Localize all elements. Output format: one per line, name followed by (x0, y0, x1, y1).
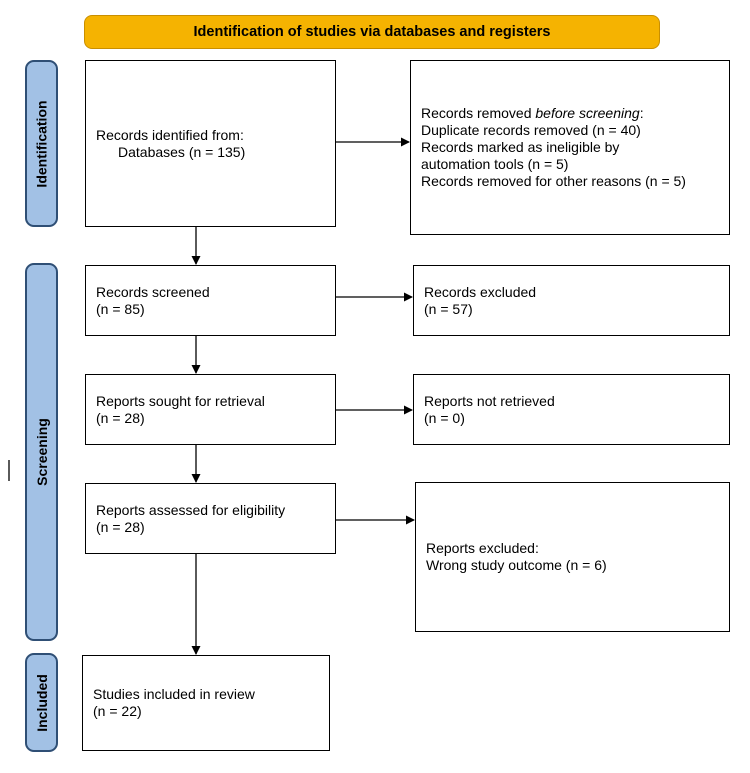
stage-screening: Screening (25, 263, 58, 641)
records-screened-line1: Records screened (96, 284, 210, 300)
stage-identification-label: Identification (33, 99, 50, 188)
stage-included: Included (25, 653, 58, 752)
records-excluded-line1: Records excluded (424, 284, 537, 300)
reports-sought-box: Reports sought for retrieval (n = 28) (85, 374, 336, 445)
reports-excluded-line1: Reports excluded: (426, 540, 539, 556)
records-removed-prefix: Records removed (421, 105, 536, 121)
records-removed-line5: Records removed for other reasons (n = 5… (421, 173, 686, 189)
records-identified-box: Records identified from: Databases (n = … (85, 60, 336, 227)
records-excluded-box: Records excluded (n = 57) (413, 265, 730, 336)
records-removed-line1: Records removed before screening: (421, 105, 719, 122)
records-screened-line2: (n = 85) (96, 301, 145, 317)
reports-assessed-line2: (n = 28) (96, 519, 145, 535)
records-removed-line4: automation tools (n = 5) (421, 156, 569, 172)
records-removed-line3: Records marked as ineligible by (421, 139, 620, 155)
records-removed-suffix: : (639, 105, 644, 121)
reports-excluded-box: Reports excluded: Wrong study outcome (n… (415, 482, 730, 632)
records-removed-box: Records removed before screening: Duplic… (410, 60, 730, 235)
reports-assessed-box: Reports assessed for eligibility (n = 28… (85, 483, 336, 554)
records-identified-line2: Databases (n = 135) (118, 143, 246, 160)
studies-included-line1: Studies included in review (93, 686, 255, 702)
stage-screening-label: Screening (33, 418, 50, 486)
reports-not-retrieved-line2: (n = 0) (424, 410, 465, 426)
reports-excluded-line2: Wrong study outcome (n = 6) (426, 557, 607, 573)
reports-not-retrieved-line1: Reports not retrieved (424, 393, 555, 409)
diagram-header: Identification of studies via databases … (84, 15, 660, 49)
records-removed-line2: Duplicate records removed (n = 40) (421, 122, 641, 138)
reports-assessed-line1: Reports assessed for eligibility (96, 502, 286, 518)
stage-included-label: Included (33, 673, 50, 732)
records-screened-box: Records screened (n = 85) (85, 265, 336, 336)
header-title: Identification of studies via databases … (193, 24, 551, 40)
records-excluded-line2: (n = 57) (424, 301, 473, 317)
records-identified-line1: Records identified from: (96, 126, 244, 143)
reports-sought-line1: Reports sought for retrieval (96, 393, 265, 409)
stage-identification: Identification (25, 60, 58, 227)
reports-sought-line2: (n = 28) (96, 410, 145, 426)
studies-included-line2: (n = 22) (93, 703, 142, 719)
studies-included-box: Studies included in review (n = 22) (82, 655, 330, 751)
records-removed-emph: before screening (535, 105, 640, 121)
reports-not-retrieved-box: Reports not retrieved (n = 0) (413, 374, 730, 445)
